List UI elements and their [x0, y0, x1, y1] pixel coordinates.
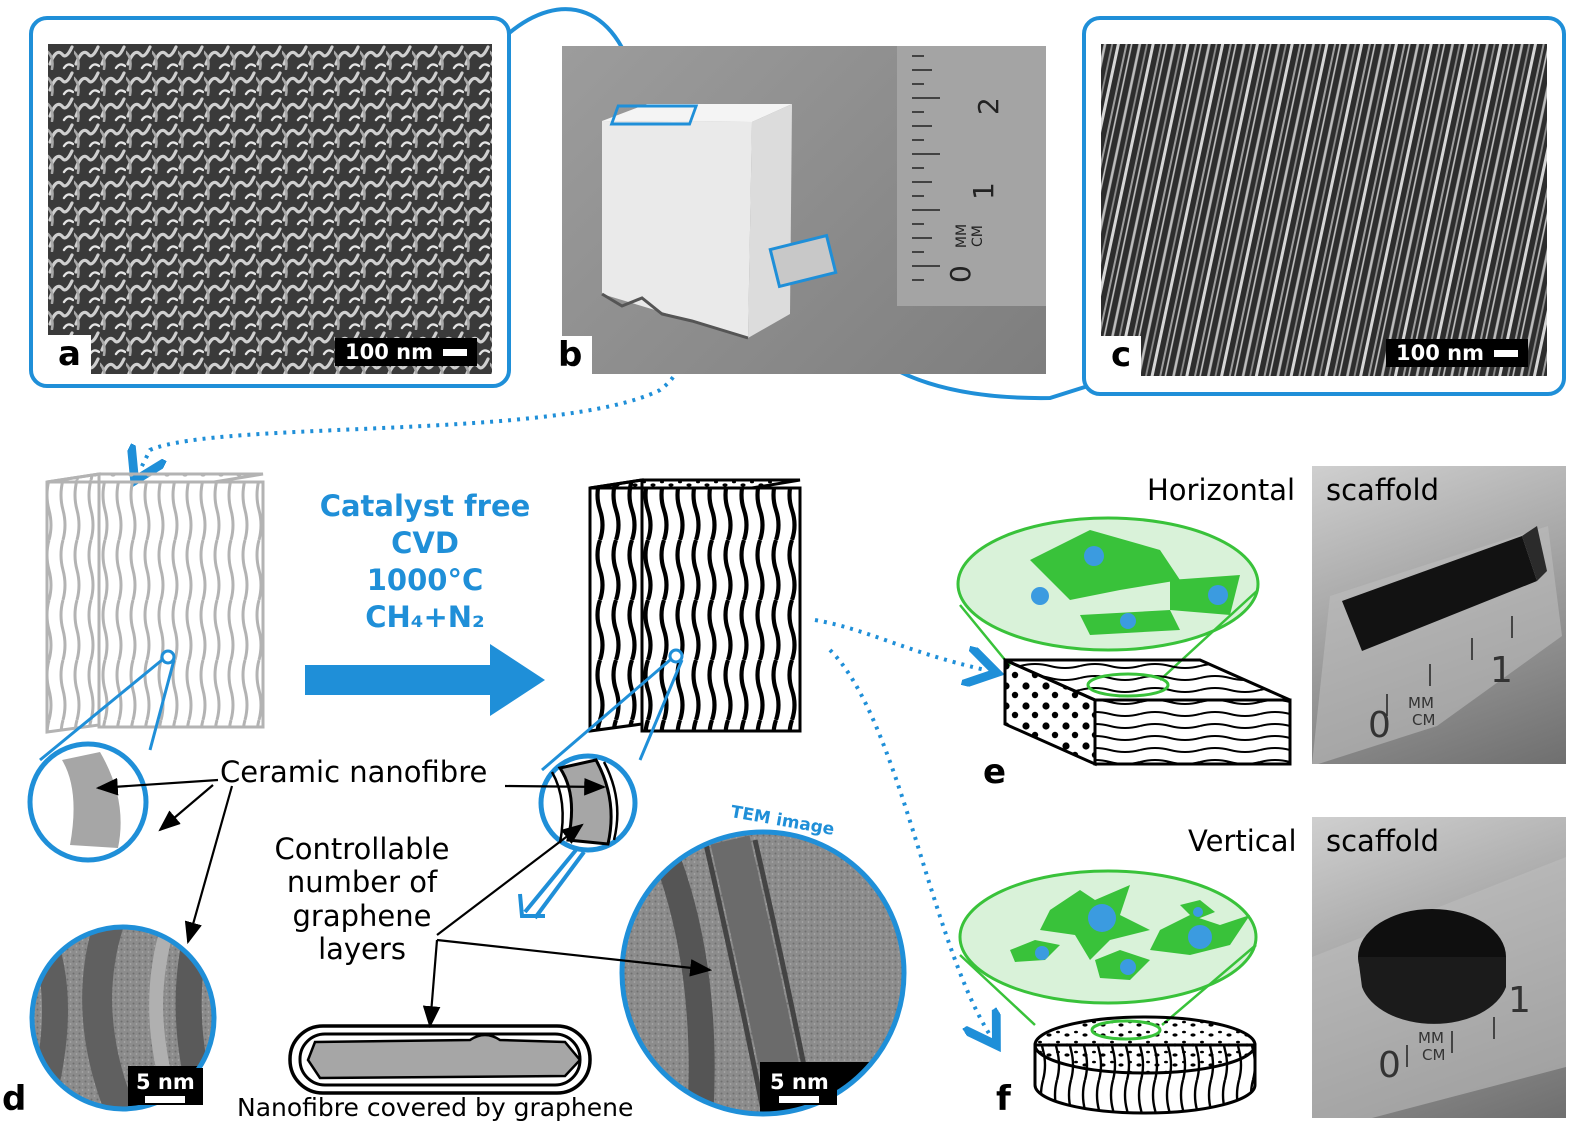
ruler-f-unit-mm: MM [1418, 1029, 1444, 1047]
scalebar-d-right-bar [779, 1096, 820, 1103]
scaffold-vertical-schematic [958, 869, 1258, 1115]
ruler-b-label-1: 1 [966, 182, 1000, 201]
controllable-line-2: number of [286, 865, 438, 900]
dotted-arrow-e [814, 618, 985, 670]
ruler-e-unit-mm: MM [1408, 694, 1434, 712]
ruler-e-label-0: 0 [1368, 705, 1391, 746]
panel-d-scalebar-left: 5 nm [128, 1068, 203, 1105]
panel-a-scalebar: 100 nm [335, 338, 477, 366]
ruler-e-label-1: 1 [1490, 650, 1513, 691]
panel-e-letter: e [983, 752, 1007, 792]
panel-a-letter: a [48, 335, 91, 375]
scalebar-d-right-label: 5 nm [770, 1070, 829, 1094]
panel-f-letter: f [996, 1079, 1011, 1119]
photo-scaffold-horizontal [1312, 466, 1566, 764]
ruler-f-unit-cm: CM [1422, 1046, 1446, 1064]
ruler-b-label-0: 0 [943, 265, 977, 284]
sem-image-c [1101, 44, 1547, 376]
photo-monolith-b [562, 46, 1046, 374]
photo-scaffold-vertical [1312, 817, 1566, 1118]
process-line-3: 1000°C [366, 563, 484, 598]
controllable-line-4: layers [318, 932, 406, 967]
panel-c-letter: c [1101, 336, 1142, 376]
controllable-layers-label: Controllable number of graphene layers [262, 832, 462, 967]
ceramic-nanofibre-label: Ceramic nanofibre [220, 755, 488, 789]
photo-b-content [601, 46, 1046, 340]
scalebar-d-left-label: 5 nm [136, 1070, 195, 1094]
process-line-4: CH₄+N₂ [365, 600, 485, 635]
ruler-b-label-2: 2 [971, 97, 1005, 116]
controllable-line-3: graphene [292, 898, 432, 933]
panel-f-scaffold: scaffold [1326, 824, 1440, 858]
scalebar-a-label: 100 nm [345, 340, 433, 364]
process-line-2: CVD [391, 526, 459, 561]
panel-d-letter: d [2, 1079, 27, 1119]
scalebar-a-bar [442, 348, 467, 356]
ruler-e-unit-cm: CM [1412, 711, 1436, 729]
process-conditions: Catalyst free CVD 1000°C CH₄+N₂ [310, 488, 540, 636]
panel-c-scalebar: 100 nm [1386, 339, 1528, 367]
pointer-arrows [95, 777, 713, 1029]
scalebar-c-label: 100 nm [1396, 341, 1484, 365]
nanofibre-covered-label: Nanofibre covered by graphene [237, 1093, 634, 1122]
ceramic-block-grey [27, 472, 265, 863]
ruler-f-label-0: 0 [1378, 1045, 1401, 1086]
nanofibre-cross-section [288, 1024, 592, 1095]
scalebar-d-left-bar [145, 1096, 186, 1103]
controllable-line-1: Controllable [274, 832, 450, 866]
ruler-f-label-1: 1 [1508, 980, 1531, 1021]
panel-d-scalebar-right: 5 nm [762, 1068, 837, 1105]
ruler-b-unit-mm: MM [954, 223, 971, 249]
panel-f-orientation: Vertical [1188, 824, 1297, 858]
process-line-1: Catalyst free [319, 489, 531, 523]
panel-b-letter: b [548, 336, 593, 376]
photo-e-content [1312, 526, 1562, 764]
graphene-block-black [518, 478, 802, 920]
scalebar-c-bar [1493, 349, 1518, 357]
ruler-b-unit-cm: CM [969, 225, 986, 247]
photo-f-content [1312, 857, 1566, 1118]
process-arrow [305, 644, 545, 716]
sem-image-a [48, 44, 492, 374]
panel-e-scaffold: scaffold [1326, 473, 1440, 507]
scaffold-horizontal-schematic [956, 516, 1292, 767]
panel-e-orientation: Horizontal [1147, 473, 1296, 507]
